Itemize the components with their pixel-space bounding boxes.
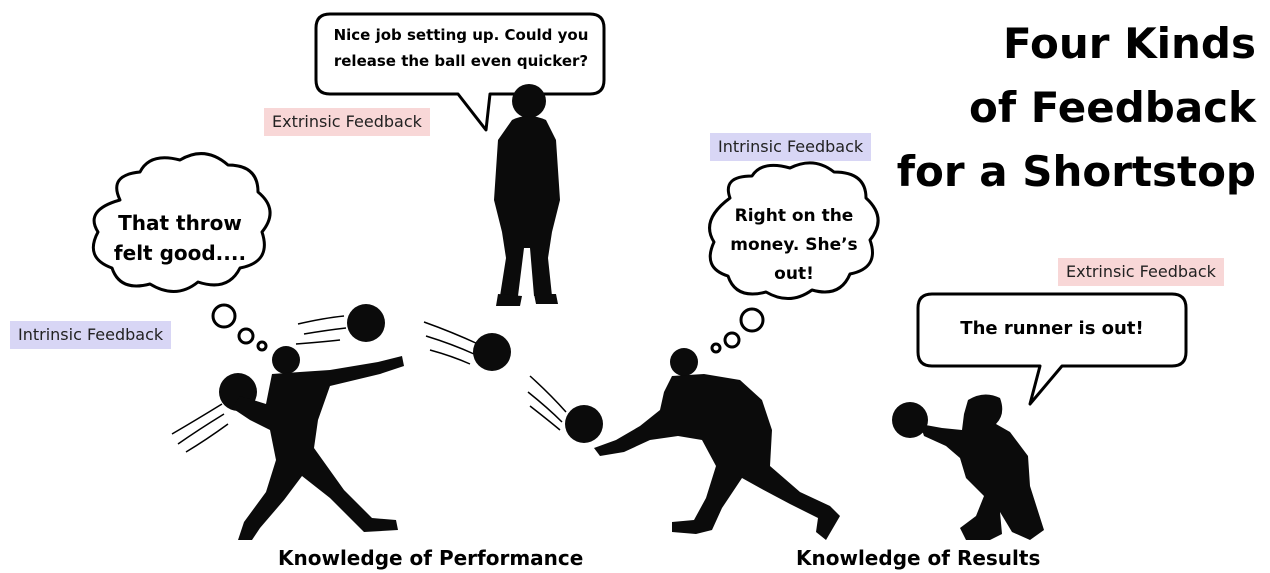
- thought-dot: [211, 303, 237, 329]
- caption-knowledge-of-results: Knowledge of Results: [796, 546, 1041, 570]
- bubble-line: Nice job setting up. Could you: [333, 26, 589, 44]
- bubble-line: felt good....: [113, 241, 247, 265]
- baseball-icon: [347, 304, 385, 342]
- baseball-icon: [473, 333, 511, 371]
- fielder-bubble-text: Right on the money. She’s out!: [714, 202, 874, 289]
- title-line: of Feedback: [968, 83, 1256, 132]
- extrinsic-feedback-tag: Extrinsic Feedback: [1058, 258, 1224, 286]
- thought-dot: [710, 342, 722, 354]
- intrinsic-feedback-tag: Intrinsic Feedback: [710, 133, 872, 161]
- intrinsic-feedback-tag: Intrinsic Feedback: [10, 321, 172, 349]
- coach-bubble-text: Nice job setting up. Could you release t…: [318, 22, 604, 74]
- catcher-bubble-text: The runner is out!: [960, 318, 1144, 339]
- coach-silhouette: [494, 84, 560, 306]
- bubble-line: That throw: [118, 211, 242, 235]
- title-line: Four Kinds: [1003, 19, 1256, 68]
- fielder-thought-cloud: [708, 161, 880, 300]
- catcher-speech-bubble: [916, 292, 1188, 406]
- motion-lines: [171, 315, 567, 453]
- baseball-icon: [565, 405, 603, 443]
- catcher-silhouette: [892, 394, 1044, 540]
- bubble-line: Right on the: [734, 206, 854, 226]
- page-title: Four Kinds of Feedback for a Shortstop: [897, 12, 1256, 204]
- title-line: for a Shortstop: [896, 147, 1256, 196]
- fielder-silhouette: [594, 348, 840, 540]
- bubble-line: out!: [774, 264, 814, 284]
- coach-speech-bubble: [314, 12, 606, 132]
- bubble-line: release the ball even quicker?: [333, 52, 589, 70]
- extrinsic-feedback-tag: Extrinsic Feedback: [264, 108, 430, 136]
- thought-dot: [256, 340, 268, 352]
- thought-dot: [237, 327, 255, 345]
- thrower-silhouette: [232, 346, 404, 540]
- thought-dot: [739, 307, 765, 333]
- thrower-thought-cloud: [91, 152, 272, 293]
- caption-knowledge-of-performance: Knowledge of Performance: [278, 546, 584, 570]
- bubble-line: money. She’s: [730, 235, 858, 255]
- thrower-bubble-text: That throw felt good....: [100, 208, 260, 268]
- thought-dot: [723, 331, 741, 349]
